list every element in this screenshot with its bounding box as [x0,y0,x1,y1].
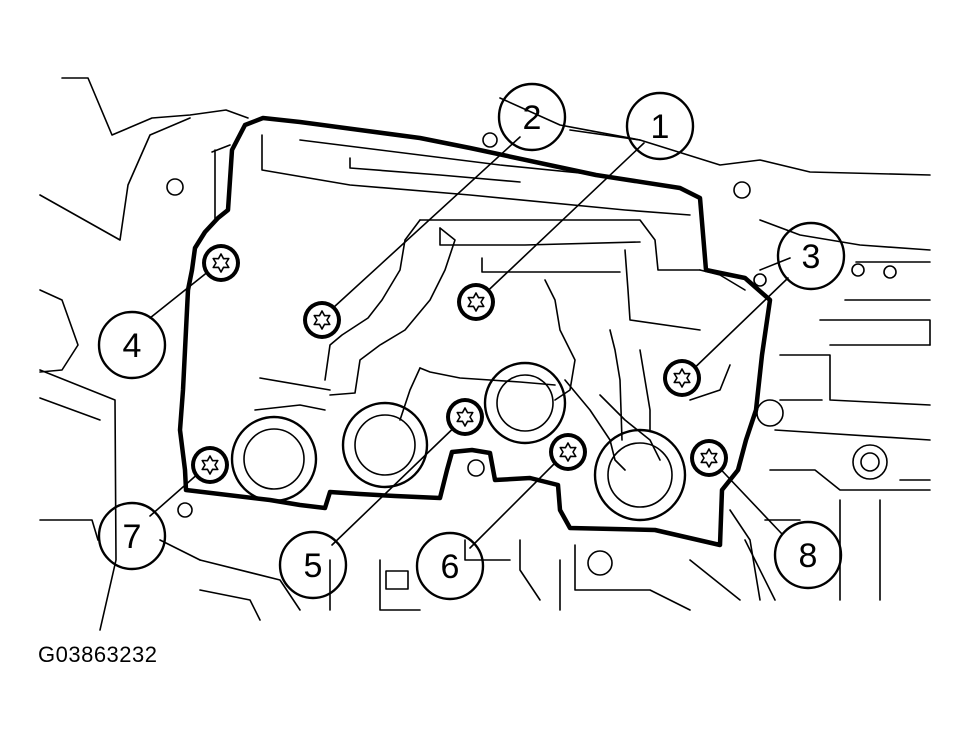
bolt-6 [549,433,587,471]
callout-5: 5 [278,530,348,600]
figure-id: G03863232 [38,642,158,667]
callout-number-7: 7 [123,518,142,556]
callout-1: 1 [625,91,695,161]
callout-8: 8 [773,520,843,590]
callout-number-2: 2 [523,99,542,137]
leader-line-6 [469,451,567,549]
bolt-3 [663,359,701,397]
torx-star-icon [212,253,230,273]
bolt-7 [191,446,229,484]
callout-6: 6 [415,531,485,601]
callout-number-8: 8 [799,537,818,575]
callout-number-3: 3 [802,238,821,276]
torx-star-icon [559,442,577,462]
torx-star-icon [700,448,718,468]
accumulator-bores [230,361,687,522]
leader-line-1 [475,142,645,303]
torx-star-icon [201,455,219,475]
callout-7: 7 [97,501,167,571]
valve-body-outline [177,115,773,548]
transmission-case-outline [39,77,931,631]
callout-2: 2 [497,82,567,152]
callout-3: 3 [776,221,846,291]
callout-number-4: 4 [123,327,142,365]
valve-body-details [211,134,746,471]
leader-line-3 [683,277,789,379]
bolt-1 [457,283,495,321]
leader-line-2 [321,136,521,319]
torx-star-icon [467,292,485,312]
torx-star-icon [673,368,691,388]
torx-star-icon [456,407,474,427]
case-holes [166,132,897,590]
bolt-5 [446,398,484,436]
bolt-8 [690,439,728,477]
callout-number-1: 1 [651,108,670,146]
callout-number-5: 5 [304,547,323,585]
leader-line-5 [331,416,466,546]
torx-star-icon [313,310,331,330]
bolts [191,244,728,484]
bolt-4 [202,244,240,282]
callout-4: 4 [97,310,167,380]
leader-lines [149,136,789,549]
bolt-2 [303,301,341,339]
callout-number-6: 6 [441,548,460,586]
